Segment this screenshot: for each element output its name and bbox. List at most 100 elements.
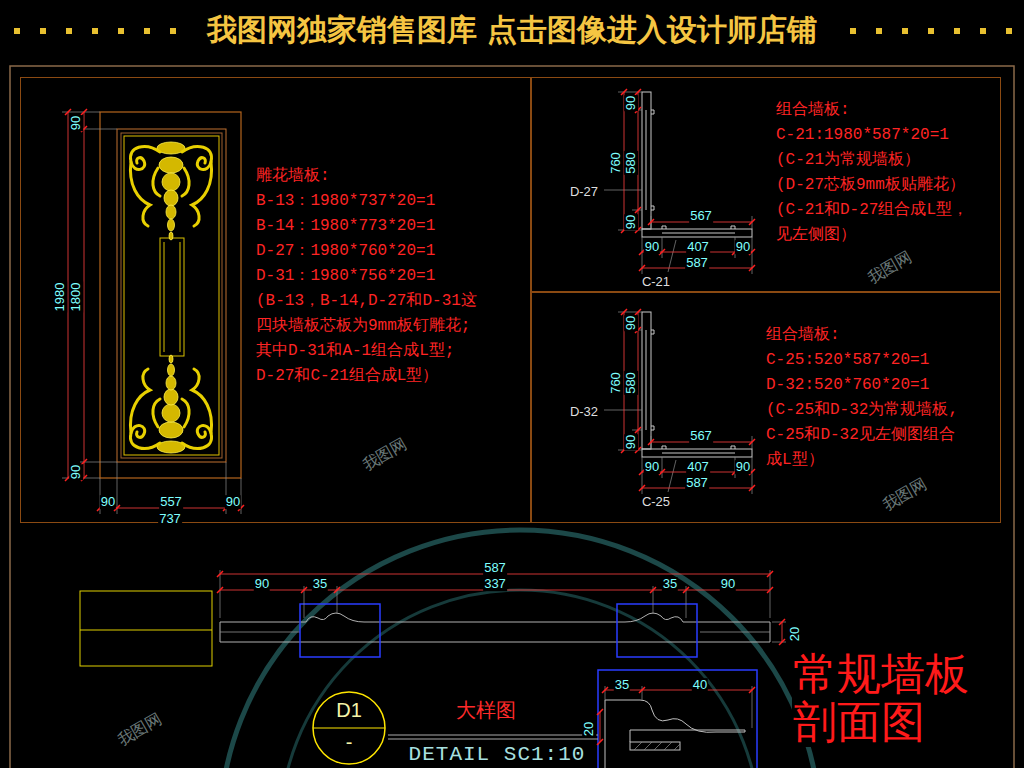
dimension-number: 337 bbox=[483, 577, 507, 591]
watermark: 我图网 bbox=[114, 710, 166, 750]
carving-ornament bbox=[130, 147, 211, 226]
note-text: (D-27芯板9mm板贴雕花） bbox=[776, 173, 968, 198]
detail-section bbox=[642, 686, 643, 700]
l-shape-section bbox=[604, 190, 642, 191]
carving-ornament bbox=[130, 147, 160, 170]
dimension-number: 35 bbox=[312, 577, 328, 591]
dimension-number: 90 bbox=[69, 464, 83, 480]
note-text: D-31：1980*756*20=1 bbox=[256, 264, 477, 289]
dimension-line bbox=[84, 112, 85, 478]
carving-ornament bbox=[130, 355, 211, 453]
dimension-number: 580 bbox=[624, 151, 638, 175]
dimension-number: 1980 bbox=[53, 282, 67, 313]
l-shape-section bbox=[642, 229, 752, 237]
carved-panel bbox=[100, 112, 241, 478]
l-shape-section bbox=[662, 233, 735, 234]
dimension-number: 90 bbox=[720, 577, 736, 591]
dimension-number: 407 bbox=[686, 460, 710, 474]
note-block: 组合墙板:C-25:520*587*20=1D-32:520*760*20=1(… bbox=[766, 323, 958, 473]
banner-dots bbox=[980, 28, 986, 34]
banner-dots bbox=[876, 28, 882, 34]
board-section bbox=[772, 642, 786, 643]
detail-title: 大样图 bbox=[455, 700, 517, 721]
l-shape-section bbox=[662, 226, 735, 229]
note-text: D-27：1980*760*20=1 bbox=[256, 239, 477, 264]
note-text: 见左侧图） bbox=[776, 223, 968, 248]
watermark-ring bbox=[220, 530, 820, 768]
detail-section bbox=[605, 700, 745, 768]
board-section bbox=[772, 622, 786, 623]
dimension-number: 35 bbox=[614, 678, 630, 692]
l-shape-section bbox=[604, 92, 752, 274]
detail-callout-circle: D1 - bbox=[311, 690, 387, 766]
banner-dots bbox=[170, 28, 176, 34]
detail-leader bbox=[388, 739, 598, 740]
detail-section bbox=[217, 571, 785, 768]
note-text: (C-21和D-27组合成L型， bbox=[776, 198, 968, 223]
banner-dots bbox=[902, 28, 908, 34]
board-section bbox=[782, 622, 783, 642]
note-text: B-14：1980*773*20=1 bbox=[256, 214, 477, 239]
l-shape-section bbox=[604, 89, 755, 274]
board-section bbox=[80, 630, 212, 631]
carving-ornament bbox=[182, 147, 212, 170]
dimension-number: 567 bbox=[689, 429, 713, 443]
detail-section bbox=[605, 686, 752, 728]
banner-dots bbox=[92, 28, 98, 34]
watermark: 我图网 bbox=[879, 475, 931, 515]
note-text: D-32:520*760*20=1 bbox=[766, 373, 958, 398]
carving-ornament bbox=[157, 142, 185, 240]
note-text: 四块墙板芯板为9mm板钉雕花; bbox=[256, 314, 477, 339]
dimension-number: 40 bbox=[692, 678, 708, 692]
dimension-line bbox=[80, 462, 117, 463]
watermark: 我图网 bbox=[864, 248, 916, 288]
note-text: 雕花墙板: bbox=[256, 164, 477, 189]
l-shape-section bbox=[662, 237, 663, 258]
dimension-line bbox=[65, 109, 244, 511]
l-shape-section bbox=[646, 110, 647, 210]
dimension-number: 20 bbox=[788, 626, 802, 642]
carving-ornament bbox=[182, 147, 212, 226]
carving-ornament bbox=[182, 168, 189, 196]
dimension-number: 90 bbox=[735, 240, 751, 254]
board-section bbox=[220, 570, 221, 618]
note-block: 雕花墙板:B-13：1980*737*20=1B-14：1980*773*20=… bbox=[256, 164, 477, 389]
banner-title: 我图网独家销售图库 点击图像进入设计师店铺 bbox=[207, 10, 817, 51]
note-block: 组合墙板:C-21:1980*587*20=1(C-21为常规墙板）(D-27芯… bbox=[776, 98, 968, 248]
detail-section bbox=[630, 742, 680, 750]
board-section bbox=[770, 570, 771, 618]
detail-mark: D1 bbox=[311, 698, 387, 722]
carving-ornament bbox=[166, 205, 176, 219]
dimension-line bbox=[62, 109, 244, 514]
dimension-number: 90 bbox=[624, 95, 638, 111]
detail-section bbox=[598, 670, 757, 768]
part-tag: C-25 bbox=[641, 495, 671, 509]
board-section bbox=[617, 604, 697, 657]
banner-dots bbox=[928, 28, 934, 34]
carving-ornament bbox=[162, 173, 180, 191]
note-text: 成L型） bbox=[766, 448, 958, 473]
detail-section bbox=[600, 690, 752, 742]
dimension-number: 760 bbox=[609, 371, 623, 395]
dimension-line bbox=[80, 129, 117, 130]
l-shape-section bbox=[651, 110, 654, 210]
dimension-number: 90 bbox=[644, 460, 660, 474]
watermark: 我图网 bbox=[359, 435, 411, 475]
note-text: C-21:1980*587*20=1 bbox=[776, 123, 968, 148]
carved-panel bbox=[180, 242, 181, 352]
board-section bbox=[220, 613, 770, 642]
drawing-panel: 雕花墙板:B-13：1980*737*20=1B-14：1980*773*20=… bbox=[20, 77, 531, 523]
section-title: 常规墙板 剖面图 bbox=[792, 650, 1007, 747]
title-banner: 我图网独家销售图库 点击图像进入设计师店铺 bbox=[0, 0, 1024, 60]
dimension-number: 587 bbox=[685, 476, 709, 490]
detail-section bbox=[605, 686, 606, 700]
dimension-number: 90 bbox=[254, 577, 270, 591]
note-text: D-27和C-21组合成L型） bbox=[256, 364, 477, 389]
dimension-line bbox=[117, 462, 118, 514]
detail-mark: - bbox=[311, 730, 387, 754]
dimension-line bbox=[68, 112, 241, 508]
dimension-number: 737 bbox=[158, 512, 182, 526]
banner-dots bbox=[40, 28, 46, 34]
dimension-number: 587 bbox=[685, 256, 709, 270]
dimension-number: 35 bbox=[662, 577, 678, 591]
